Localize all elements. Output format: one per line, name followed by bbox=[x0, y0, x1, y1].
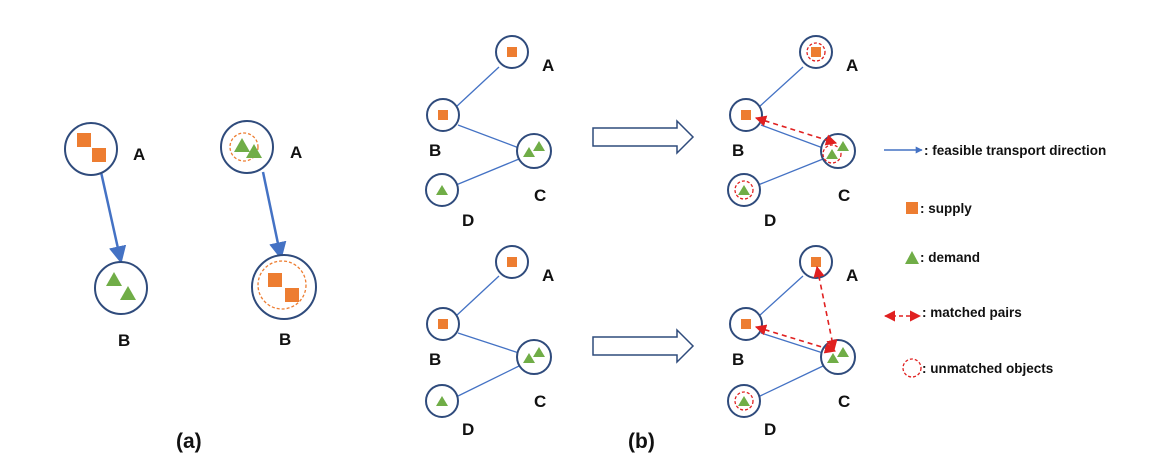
graph-top-left: A B C D bbox=[425, 35, 554, 230]
supply-square bbox=[507, 47, 517, 57]
graph-edge bbox=[758, 275, 804, 317]
node-d-label: D bbox=[462, 211, 474, 230]
node-a-label: A bbox=[133, 145, 145, 164]
node-c-label: C bbox=[534, 186, 546, 205]
demand-triangle-icon bbox=[905, 251, 919, 264]
legend-unmatched: : unmatched objects bbox=[902, 358, 1053, 378]
graph-edge bbox=[760, 332, 824, 354]
panel-b-caption: (b) bbox=[628, 430, 655, 453]
legend-matched: : matched pairs bbox=[883, 305, 1022, 322]
demand-triangle bbox=[837, 141, 849, 151]
node-a-label: A bbox=[846, 266, 858, 285]
supply-square bbox=[811, 257, 821, 267]
graph-edge bbox=[757, 158, 824, 186]
demand-triangle bbox=[533, 347, 545, 357]
demand-triangle bbox=[436, 185, 448, 195]
graph-edge bbox=[758, 66, 804, 108]
graph-edge bbox=[455, 275, 500, 317]
demand-triangle bbox=[738, 396, 750, 406]
matched-pair-arrow bbox=[754, 115, 838, 146]
supply-square bbox=[507, 257, 517, 267]
node-d-label: D bbox=[764, 420, 776, 439]
matched-pair-arrow bbox=[754, 324, 837, 354]
demand-triangle bbox=[827, 353, 839, 363]
legend-feasible-label: : feasible transport direction bbox=[924, 143, 1106, 158]
dashed-circle-icon bbox=[902, 358, 922, 378]
node-b-label: B bbox=[279, 330, 291, 349]
transform-arrow bbox=[592, 328, 695, 364]
demand-triangle bbox=[234, 138, 250, 152]
node-d-label: D bbox=[462, 420, 474, 439]
node-b bbox=[251, 254, 317, 320]
legend-matched-label: : matched pairs bbox=[922, 305, 1022, 320]
node-d-label: D bbox=[764, 211, 776, 230]
supply-square bbox=[92, 148, 106, 162]
supply-square bbox=[811, 47, 821, 57]
panel-b: A B C D A B C D bbox=[425, 35, 858, 453]
supply-square bbox=[741, 110, 751, 120]
node-c-label: C bbox=[838, 392, 850, 411]
graph-edge bbox=[457, 124, 520, 149]
transport-arrow bbox=[99, 171, 127, 264]
legend-supply: : supply bbox=[906, 201, 972, 216]
node-a-label: A bbox=[542, 266, 554, 285]
supply-square-icon bbox=[906, 202, 918, 214]
graph-edge bbox=[455, 158, 520, 186]
unmatched-ring bbox=[806, 42, 826, 62]
supply-square bbox=[741, 319, 751, 329]
node-a bbox=[64, 122, 118, 176]
supply-square bbox=[285, 288, 299, 302]
legend-unmatched-label: : unmatched objects bbox=[922, 361, 1053, 376]
unmatched-ring bbox=[734, 391, 754, 411]
demand-triangle bbox=[837, 347, 849, 357]
demand-triangle bbox=[826, 149, 838, 159]
graph-edge bbox=[455, 365, 520, 398]
demand-triangle bbox=[120, 286, 136, 300]
unmatched-ring bbox=[229, 132, 259, 162]
panel-a-diagram-1: A B bbox=[64, 122, 148, 350]
unmatched-ring bbox=[734, 180, 754, 200]
legend-supply-label: : supply bbox=[920, 201, 972, 216]
legend: : feasible transport direction : supply … bbox=[883, 143, 1106, 378]
graph-edge bbox=[457, 332, 520, 354]
graph-edge bbox=[757, 365, 824, 398]
graph-top-right: A B C D bbox=[727, 35, 858, 230]
graph-edge bbox=[455, 66, 500, 108]
graph-bottom-left: A B C D bbox=[425, 245, 554, 439]
legend-demand-label: : demand bbox=[920, 250, 980, 265]
legend-demand: : demand bbox=[905, 250, 980, 265]
panel-a-caption: (a) bbox=[176, 430, 202, 453]
node-b-label: B bbox=[732, 350, 744, 369]
demand-triangle bbox=[533, 141, 545, 151]
node-a-label: A bbox=[290, 143, 302, 162]
demand-triangle bbox=[523, 147, 535, 157]
demand-triangle bbox=[436, 396, 448, 406]
node-b bbox=[94, 261, 148, 315]
matched-pair-arrow bbox=[813, 265, 838, 352]
node-a-label: A bbox=[542, 56, 554, 75]
panel-a: A B A B (a) bbox=[64, 120, 317, 453]
legend-feasible: : feasible transport direction bbox=[884, 143, 1106, 158]
demand-triangle bbox=[246, 144, 262, 158]
supply-square bbox=[268, 273, 282, 287]
transform-arrow bbox=[592, 119, 695, 155]
panel-a-diagram-2: A B bbox=[220, 120, 317, 349]
node-c-label: C bbox=[534, 392, 546, 411]
demand-triangle bbox=[106, 272, 122, 286]
unmatched-ring bbox=[257, 260, 307, 310]
node-b-label: B bbox=[429, 350, 441, 369]
supply-square bbox=[438, 110, 448, 120]
supply-square bbox=[438, 319, 448, 329]
node-b-label: B bbox=[118, 331, 130, 350]
node-b-label: B bbox=[732, 141, 744, 160]
supply-square bbox=[77, 133, 91, 147]
demand-triangle bbox=[738, 185, 750, 195]
node-a-label: A bbox=[846, 56, 858, 75]
node-c-label: C bbox=[838, 186, 850, 205]
graph-bottom-right: A B C D bbox=[727, 245, 858, 439]
node-b-label: B bbox=[429, 141, 441, 160]
demand-triangle bbox=[523, 353, 535, 363]
transport-arrow bbox=[261, 171, 287, 260]
